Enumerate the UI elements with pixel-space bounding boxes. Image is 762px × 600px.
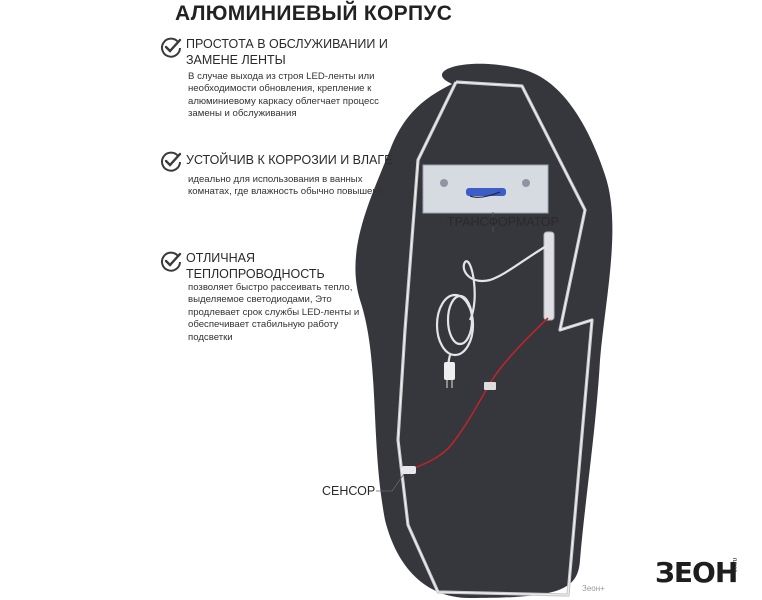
logo-subtext: плюс bbox=[731, 558, 737, 573]
sensor bbox=[402, 466, 416, 474]
transformer-label: ТРАНСФОРМАТОР bbox=[447, 215, 559, 229]
transformer bbox=[543, 231, 555, 321]
feature-description: идеально для использования в ванных комн… bbox=[188, 174, 384, 198]
feature-title: ОТЛИЧНАЯ ТЕПЛОПРОВОДНОСТЬ bbox=[186, 251, 325, 281]
feature-description: позволяет быстро рассеивать тепло, выдел… bbox=[188, 282, 360, 343]
check-circle-icon bbox=[161, 251, 182, 272]
red-wire bbox=[409, 317, 549, 471]
check-circle-icon bbox=[161, 37, 182, 58]
logo-text: ЗЕОН bbox=[655, 556, 738, 589]
brand-logo: ЗЕОН плюс bbox=[655, 556, 740, 589]
feature-title: ПРОСТОТА В ОБСЛУЖИВАНИИ И ЗАМЕНЕ ЛЕНТЫ bbox=[186, 37, 388, 67]
feature-description: В случае выхода из строя LED-ленты или н… bbox=[188, 71, 379, 120]
feature-title: УСТОЙЧИВ К КОРРОЗИИ И ВЛАГЕ bbox=[186, 153, 393, 167]
check-circle-icon bbox=[161, 151, 182, 172]
page-title: АЛЮМИНИЕВЫЙ КОРПУС bbox=[175, 2, 453, 25]
sensor-label: СЕНСОР bbox=[322, 484, 376, 498]
watermark: Зеон+ bbox=[582, 584, 605, 593]
